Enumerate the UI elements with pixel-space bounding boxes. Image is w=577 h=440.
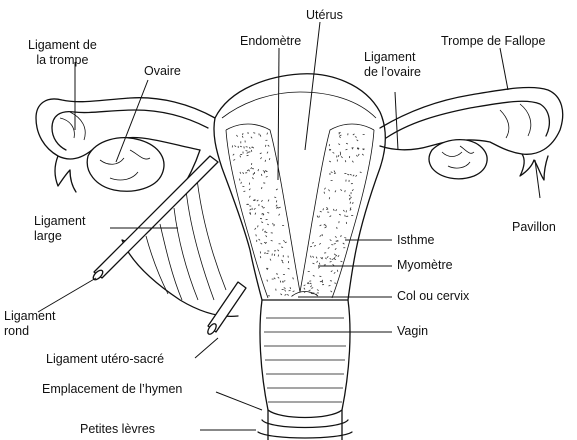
label-uterus: Utérus [306, 8, 343, 23]
label-ligament-large-line1: Ligament [34, 214, 85, 229]
label-ligament-ovaire-line2: de l’ovaire [364, 65, 421, 80]
label-ligament-large-line2: large [34, 229, 85, 244]
label-col: Col ou cervix [397, 289, 469, 304]
label-petites-levres: Petites lèvres [80, 422, 155, 437]
label-vagin: Vagin [397, 324, 428, 339]
label-ligament-trompe-line2: la trompe [28, 53, 97, 68]
label-ligament-trompe-line1: Ligament de [28, 38, 97, 53]
endometrium-texture [232, 132, 364, 297]
utero-sacral-ligament [206, 282, 246, 336]
label-ovaire: Ovaire [144, 64, 181, 79]
right-ovary [429, 140, 487, 179]
label-ligament-ovaire-line1: Ligament [364, 50, 421, 65]
label-pavillon: Pavillon [512, 220, 556, 235]
left-ovary [87, 138, 164, 191]
label-ligament-rond: Ligament rond [4, 309, 55, 339]
label-ligament-ovaire: Ligament de l’ovaire [364, 50, 421, 80]
label-ligament-trompe: Ligament de la trompe [28, 38, 97, 68]
label-ligament-rond-line1: Ligament [4, 309, 55, 324]
label-trompe-fallope: Trompe de Fallope [441, 34, 545, 49]
label-endometre: Endomètre [240, 34, 301, 49]
label-myometre: Myomètre [397, 258, 453, 273]
label-ligament-rond-line2: rond [4, 324, 55, 339]
label-hymen: Emplacement de l’hymen [42, 382, 182, 397]
label-isthme: Isthme [397, 233, 435, 248]
vagina [258, 300, 352, 440]
label-ligament-large: Ligament large [34, 214, 85, 244]
label-ligament-utero-sacre: Ligament utéro-sacré [46, 352, 164, 367]
